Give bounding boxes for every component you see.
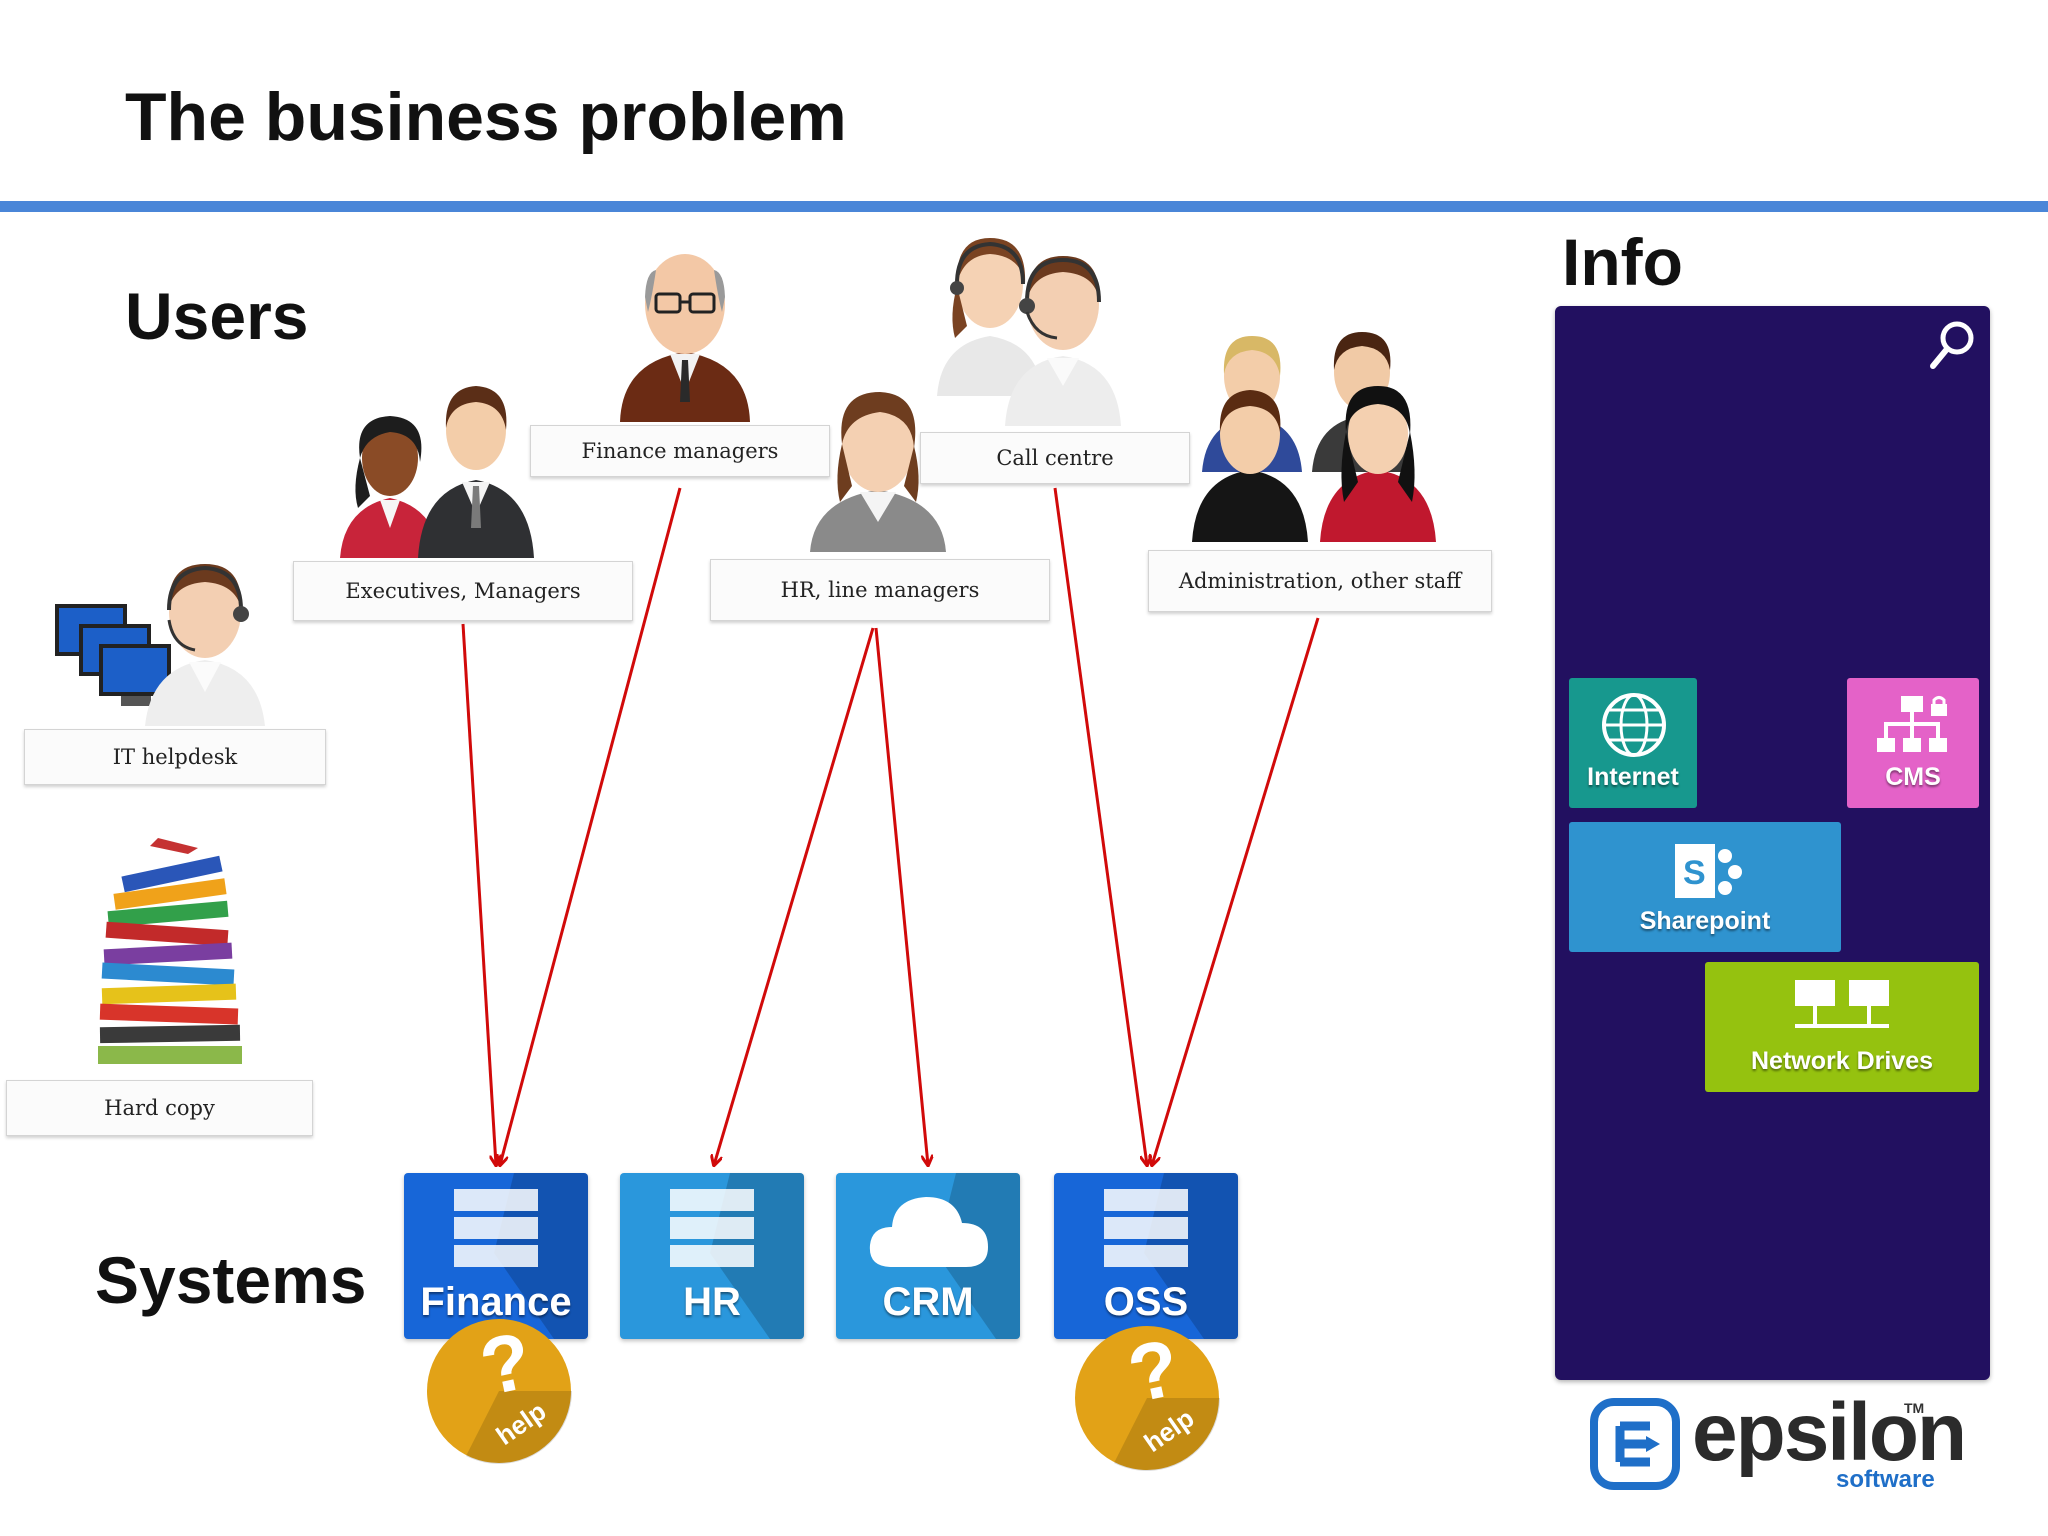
user-label-executives: Executives, Managers: [293, 561, 633, 621]
arrow-administration-to-oss: [1152, 617, 1320, 1165]
arrow-finance-managers-to-finance: [500, 487, 682, 1165]
network-drives-icon: [1795, 980, 1889, 1028]
user-label-hr-line-managers: HR, line managers: [710, 559, 1050, 621]
info-tile-sharepoint[interactable]: S Sharepoint: [1569, 822, 1841, 952]
sitemap-lock-icon: [1877, 696, 1947, 752]
system-label-hr: HR: [683, 1280, 741, 1324]
info-tile-internet[interactable]: Internet: [1569, 678, 1697, 808]
hr-line-manager-figure: [810, 392, 946, 552]
arrow-executives-to-finance: [461, 623, 496, 1165]
system-label-crm: CRM: [882, 1280, 974, 1324]
info-tile-label-internet: Internet: [1587, 763, 1679, 791]
system-label-oss: OSS: [1103, 1280, 1189, 1324]
help-badge-finance[interactable]: ? help: [426, 1315, 572, 1464]
arrow-call-centre-to-oss: [1053, 487, 1147, 1165]
system-tile-hr[interactable]: HR: [620, 1173, 804, 1339]
sharepoint-icon: S: [1675, 844, 1742, 898]
user-label-administration: Administration, other staff: [1148, 550, 1492, 612]
user-label-call-centre: Call centre: [920, 432, 1190, 484]
finance-manager-figure: [620, 254, 750, 422]
it-helpdesk-figure: [55, 564, 265, 726]
help-badge-oss[interactable]: ? help: [1074, 1322, 1220, 1471]
users-heading: Users: [125, 279, 309, 353]
user-label-finance-managers: Finance managers: [530, 425, 830, 477]
epsilon-logo-tagline: software: [1836, 1466, 1935, 1493]
system-label-finance: Finance: [420, 1280, 572, 1324]
system-tile-oss[interactable]: OSS: [1054, 1173, 1238, 1339]
executives-figures: [340, 386, 534, 558]
database-icon: [670, 1189, 754, 1267]
user-label-hard-copy: Hard copy: [6, 1080, 313, 1136]
administration-figures: [1192, 332, 1436, 542]
epsilon-logo-mark: [1590, 1398, 1680, 1490]
info-panel: Internet CMS S Sharepoint Network: [1555, 306, 1990, 1380]
info-heading: Info: [1562, 225, 1683, 299]
svg-text:S: S: [1683, 854, 1706, 892]
title-divider: [0, 201, 2048, 212]
cloud-icon: [869, 1197, 988, 1267]
call-centre-figures: [937, 238, 1121, 426]
system-tile-finance[interactable]: Finance: [404, 1173, 588, 1339]
database-icon: [454, 1189, 538, 1267]
arrow-hr-to-crm: [874, 627, 928, 1165]
arrow-hr-to-hr-system: [714, 627, 875, 1165]
info-tile-label-cms: CMS: [1885, 763, 1941, 791]
globe-icon: [1602, 693, 1666, 757]
user-label-it-helpdesk: IT helpdesk: [24, 729, 326, 785]
epsilon-logo-trademark: TM: [1904, 1400, 1925, 1416]
database-icon: [1104, 1189, 1188, 1267]
epsilon-logo-name: epsilon: [1692, 1387, 1967, 1478]
info-tile-network-drives[interactable]: Network Drives: [1705, 962, 1979, 1092]
search-icon[interactable]: [1927, 318, 1977, 372]
info-tile-label-network-drives: Network Drives: [1750, 1047, 1934, 1075]
systems-heading: Systems: [95, 1243, 367, 1317]
system-tile-crm[interactable]: CRM: [836, 1173, 1020, 1339]
info-tile-label-sharepoint: Sharepoint: [1639, 907, 1771, 935]
hard-copy-books: [98, 838, 242, 1064]
info-tile-cms[interactable]: CMS: [1847, 678, 1979, 808]
slide-title: The business problem: [125, 79, 847, 155]
